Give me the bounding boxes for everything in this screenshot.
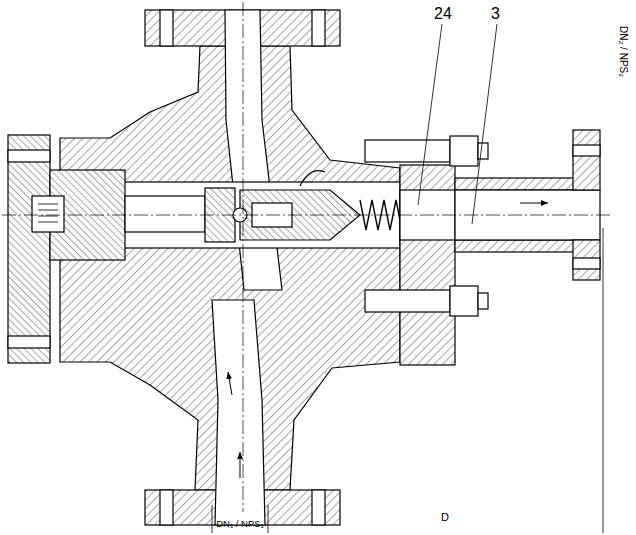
callout-number: 3 [491, 6, 500, 22]
callout-number: 24 [434, 6, 452, 22]
dimension-label: DN₁ / NPS₁ [216, 519, 264, 529]
dimension-label: D [441, 512, 449, 523]
dimension-label: DN₂ / NPS₂ [618, 26, 628, 77]
